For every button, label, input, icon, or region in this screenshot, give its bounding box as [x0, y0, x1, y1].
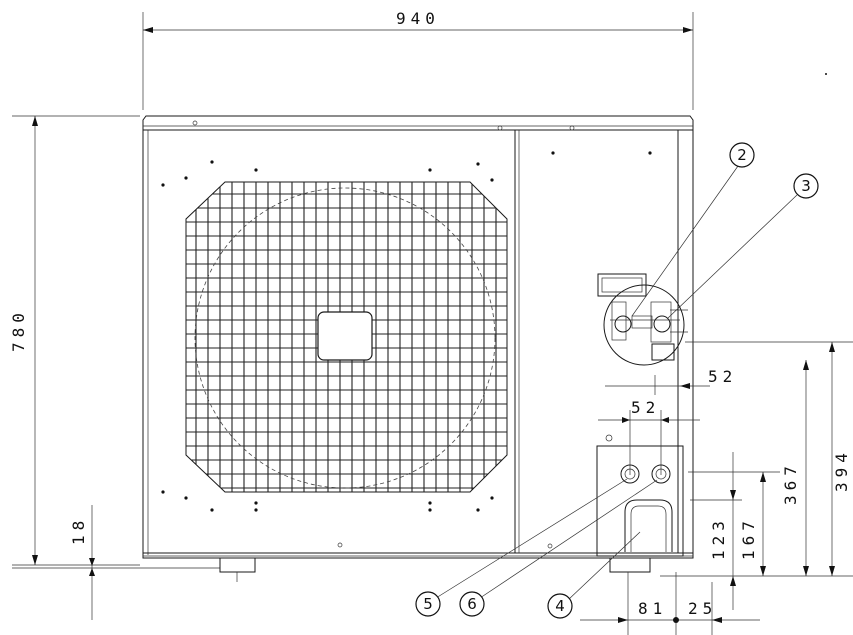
- pipe-height-b-label: 394: [832, 448, 851, 492]
- drain-height-a-label: 123: [709, 516, 728, 560]
- bottom-dimensions: 81 25: [580, 572, 760, 635]
- grille-horizontal-bars: [186, 193, 507, 489]
- callout-6-label: 6: [467, 595, 477, 613]
- bottom-offset-a-label: 81: [638, 599, 667, 618]
- spacing-dimensions: 52 52: [598, 367, 737, 475]
- callout-2-label: 2: [737, 146, 747, 164]
- callout-2: 2: [631, 142, 755, 317]
- unit-body: [142, 115, 694, 582]
- valve-assembly: [597, 273, 688, 366]
- bottom-offset-b-label: 25: [688, 599, 717, 618]
- callout-5-label: 5: [423, 595, 433, 613]
- foot-dimension: 18: [12, 505, 220, 620]
- grille-vertical-bars: [195, 182, 497, 492]
- callout-6: 6: [459, 479, 658, 617]
- height-dimension: 780: [9, 115, 140, 566]
- right-dimensions: 394 367 167 123: [660, 341, 853, 610]
- fan-hub: [317, 311, 373, 361]
- spacing-a-label: 52: [708, 367, 737, 386]
- width-label: 940: [396, 9, 440, 28]
- callout-5: 5: [415, 478, 628, 617]
- callout-3: 3: [667, 173, 819, 319]
- fan-grille: [161, 151, 652, 512]
- callout-4-label: 4: [555, 597, 565, 615]
- piping-panel: [596, 434, 684, 557]
- drain-height-b-label: 167: [739, 516, 758, 560]
- callout-4: 4: [547, 531, 641, 619]
- height-label: 780: [9, 308, 28, 352]
- foot-height-label: 18: [69, 516, 88, 545]
- mounting-dots: [161, 151, 652, 512]
- callout-3-label: 3: [801, 177, 811, 195]
- width-dimension: 940: [142, 9, 694, 110]
- spacing-b-label: 52: [631, 398, 660, 417]
- pipe-height-a-label: 367: [781, 461, 800, 505]
